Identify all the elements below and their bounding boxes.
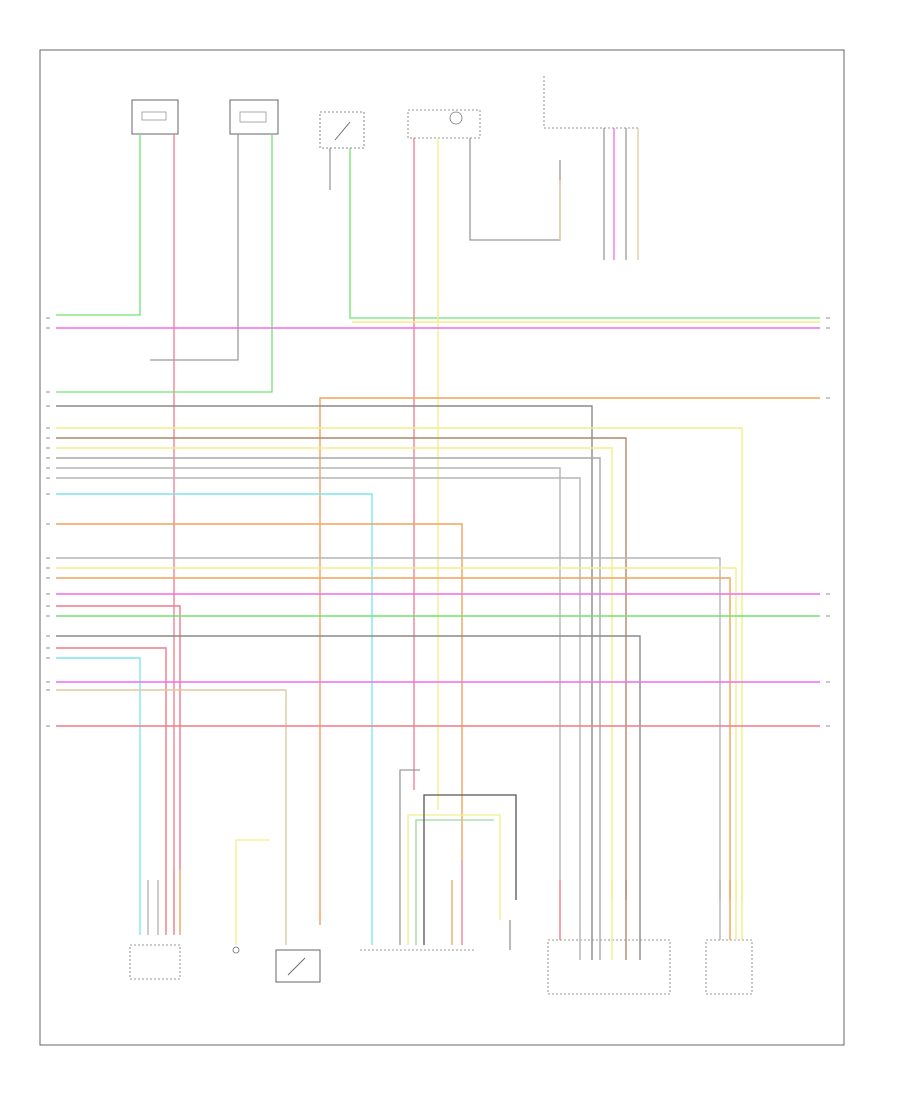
bottom-terminals: [139, 870, 743, 960]
wire-gray: [56, 557, 721, 900]
component-bottom-6: [547, 939, 671, 995]
wire-gray: [150, 134, 239, 361]
wire-cyan: [56, 657, 141, 870]
wire-gray: [56, 457, 601, 880]
horizontal-bus: [56, 321, 820, 945]
diagram-frame: [39, 49, 845, 1046]
wire-gray: [56, 405, 593, 880]
bottom-wiring: [235, 769, 517, 945]
wire-gray: [423, 794, 517, 945]
wire-yellow: [56, 447, 613, 900]
component-bottom-3: [275, 949, 321, 983]
wire-yellow: [407, 814, 501, 945]
wire-red: [56, 647, 167, 870]
wire-gray: [399, 769, 420, 945]
wire-orange: [56, 523, 463, 860]
component-bottom-2: [232, 946, 240, 954]
wire-green: [349, 148, 820, 319]
wire-gray: [56, 467, 561, 880]
wire-gray: [56, 477, 581, 880]
top-verticals: [56, 128, 820, 870]
wire-yellow: [56, 427, 743, 900]
wire-red: [56, 605, 181, 870]
component-top-5: [543, 76, 640, 129]
wire-brown: [56, 437, 627, 900]
wire-cyan: [56, 493, 373, 945]
component-top-3: [319, 111, 365, 149]
component-bottom-1: [129, 944, 181, 980]
wire-orange: [319, 397, 820, 925]
wire-green: [415, 819, 494, 945]
right-pin-ticks: [826, 317, 830, 727]
wire-yellow: [235, 839, 270, 945]
wire-tan: [56, 689, 287, 945]
wire-green: [56, 134, 273, 393]
wire-yellow: [56, 567, 737, 900]
component-top-2: [229, 99, 279, 135]
wire-gray: [56, 635, 641, 880]
component-top-1: [131, 99, 179, 135]
wire-green: [56, 134, 141, 316]
wire-gray: [469, 138, 561, 241]
component-top-4: [407, 109, 481, 139]
wire-orange: [56, 577, 731, 900]
left-pin-ticks: [46, 317, 50, 727]
component-bottom-7: [705, 939, 753, 995]
